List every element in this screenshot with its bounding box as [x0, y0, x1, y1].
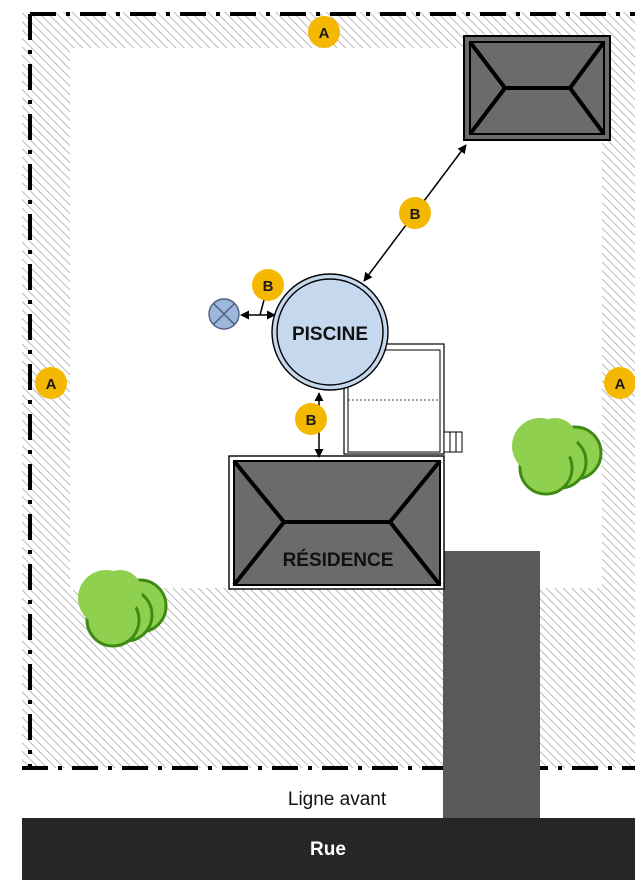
tree-icon	[512, 418, 603, 496]
shed-roof	[463, 35, 611, 141]
svg-text:A: A	[46, 376, 57, 393]
svg-text:A: A	[615, 376, 626, 393]
svg-text:B: B	[410, 206, 421, 223]
street	[22, 818, 635, 880]
driveway	[443, 551, 540, 821]
street-label: Rue	[310, 839, 346, 860]
marker-b-house: B	[295, 403, 327, 435]
front-line-label: Ligne avant	[288, 789, 387, 810]
tree-icon	[78, 570, 168, 648]
pump-icon	[208, 298, 240, 330]
svg-text:B: B	[306, 412, 317, 429]
pool-label: PISCINE	[292, 324, 368, 345]
marker-b-pump: B	[252, 269, 284, 301]
marker-a-right: A	[604, 367, 635, 399]
marker-b-shed: B	[399, 197, 431, 229]
marker-a-top: A	[308, 16, 340, 48]
svg-text:A: A	[319, 25, 330, 42]
marker-a-left: A	[35, 367, 67, 399]
residence-roof	[228, 455, 445, 590]
residence-label: RÉSIDENCE	[283, 549, 394, 571]
svg-text:B: B	[263, 278, 274, 295]
pool	[271, 273, 389, 391]
